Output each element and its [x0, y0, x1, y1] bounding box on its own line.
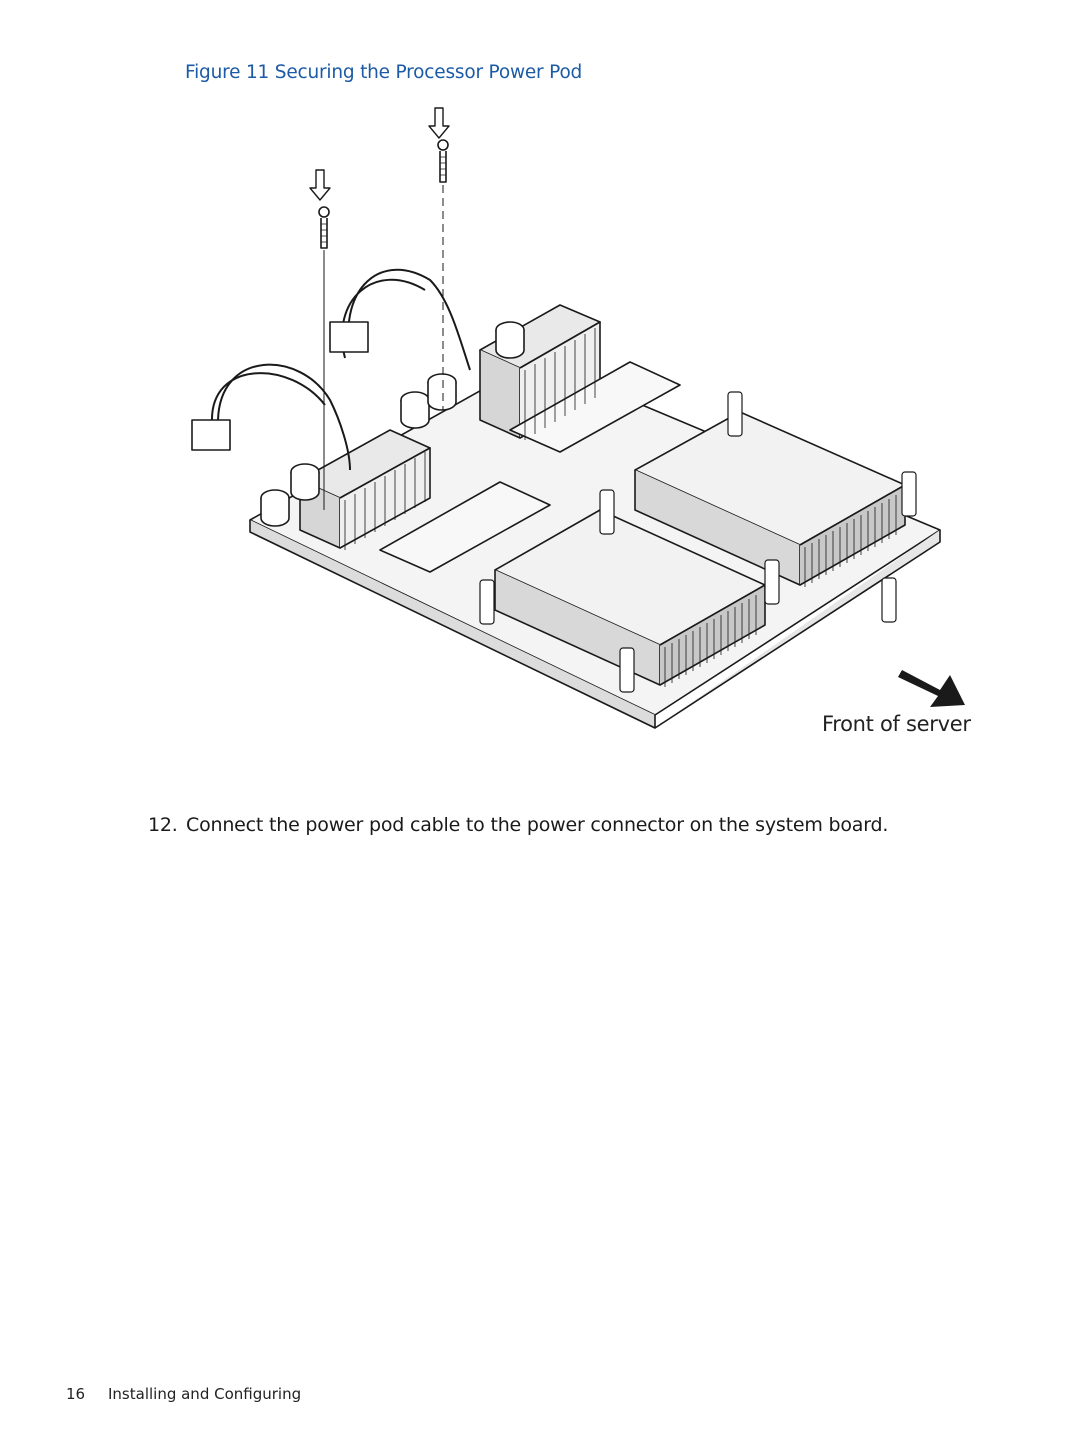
footer-section: Installing and Configuring	[108, 1385, 302, 1403]
screw-left	[318, 206, 330, 249]
rear-cable-connector	[329, 321, 369, 353]
figure-illustration	[191, 107, 965, 729]
instruction-step: 12. Connect the power pod cable to the po…	[148, 814, 888, 836]
step-number: 12.	[148, 814, 178, 836]
rear-pod-card	[509, 361, 681, 453]
page-footer: 16 Installing and Configuring	[66, 1385, 301, 1403]
front-of-server-label: Front of server	[822, 712, 971, 736]
step-text: Connect the power pod cable to the power…	[186, 814, 889, 836]
page-number: 16	[66, 1385, 86, 1403]
rear-heatsink	[479, 304, 601, 439]
figure-caption: Figure 11 Securing the Processor Power P…	[185, 62, 583, 83]
down-arrow-icon	[309, 107, 450, 201]
front-pod-card	[379, 481, 551, 573]
screw-right	[437, 139, 449, 183]
front-of-server-arrow-icon	[898, 670, 965, 707]
front-cable-connector	[191, 419, 231, 451]
